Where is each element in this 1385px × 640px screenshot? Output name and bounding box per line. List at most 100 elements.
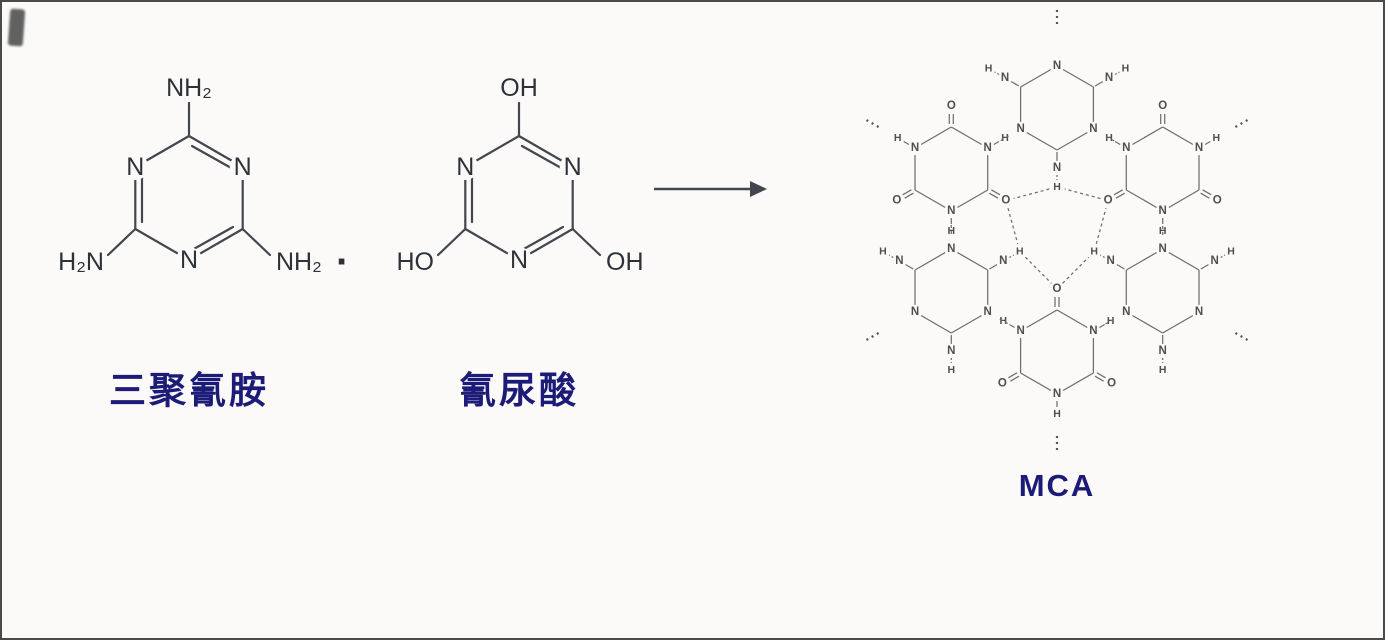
atom-label-n: N <box>1053 388 1061 400</box>
network-bond <box>1200 263 1209 270</box>
atom-label-h: H <box>894 132 902 144</box>
hydrogen-bond <box>1013 188 1050 200</box>
atom-label-n: N <box>984 306 992 318</box>
atom-label-h: H <box>1053 408 1061 420</box>
atom-halo <box>982 62 996 75</box>
atom-halo <box>559 154 586 180</box>
atom-label-n: N <box>1195 306 1203 318</box>
substituent-bond <box>106 227 137 257</box>
atom-halo <box>1103 253 1118 269</box>
network-bond <box>1010 375 1020 382</box>
atom-halo <box>1156 224 1170 238</box>
hydroxyl-group-label: HO <box>397 248 435 276</box>
atom-halo <box>1155 98 1170 114</box>
atom-label-h: H <box>1227 246 1235 258</box>
atom-label-o: O <box>998 378 1007 390</box>
atom-label-h: H <box>1122 63 1130 75</box>
hydrogen-bond <box>1007 208 1019 244</box>
hydrogen-bond <box>999 318 1009 325</box>
network-bond <box>1202 189 1212 196</box>
atom-label-n: N <box>1089 123 1097 135</box>
network-bond <box>1220 254 1226 259</box>
atom-halo <box>1086 121 1101 137</box>
network-bond <box>1096 372 1106 379</box>
network-bond <box>994 71 1000 76</box>
atom-halo <box>1155 241 1170 257</box>
network-bond <box>1009 254 1015 259</box>
atom-halo <box>1049 160 1065 176</box>
atom-halo <box>944 241 959 257</box>
atom-halo <box>1013 245 1027 258</box>
atom-label-n: N <box>1210 255 1218 267</box>
atom-halo <box>980 304 995 320</box>
ring-nitrogen-label: N <box>510 246 528 274</box>
network-bond <box>1094 375 1104 382</box>
atom-label-h: H <box>1001 132 1009 144</box>
network-bond <box>1200 192 1210 199</box>
network-bond <box>903 140 910 146</box>
atom-label-o: O <box>1001 195 1010 207</box>
atom-label-o: O <box>1053 283 1062 295</box>
atom-halo <box>1191 304 1207 320</box>
atom-halo <box>1118 62 1132 75</box>
substituent-bond <box>436 227 467 257</box>
atom-label-n: N <box>1122 306 1130 318</box>
atom-label-n: N <box>911 306 919 318</box>
atom-halo <box>176 247 202 273</box>
atom-halo <box>1087 245 1101 258</box>
atom-halo <box>944 203 959 219</box>
atom-label-n: N <box>1001 72 1009 84</box>
atom-label-n: N <box>1105 72 1113 84</box>
network-bond <box>1116 263 1125 270</box>
atom-halo <box>892 253 907 269</box>
atom-halo <box>1013 323 1028 339</box>
network-bond <box>993 140 1000 146</box>
atom-halo <box>998 131 1012 145</box>
atom-label-n: N <box>1053 162 1061 174</box>
atom-halo <box>1155 203 1170 219</box>
hydrogen-bond <box>1062 256 1090 284</box>
atom-halo <box>1049 58 1065 74</box>
atom-halo <box>944 363 958 377</box>
atom-label-n: N <box>1159 345 1167 357</box>
atom-halo <box>1209 131 1223 145</box>
atom-halo <box>1119 304 1134 320</box>
melamine-label: 三聚氰胺 <box>109 369 269 412</box>
network-bond <box>989 263 998 270</box>
mca-network: NHNNHNNHNONHONHONHNHNNHNNHNONHONHONHNHNN… <box>864 8 1250 452</box>
amine-group-label: NH₂ <box>166 74 212 102</box>
atom-label-n: N <box>1107 255 1115 267</box>
network-bond <box>1099 323 1105 329</box>
atom-halo <box>944 343 959 359</box>
atom-label-n: N <box>1016 123 1024 135</box>
atom-label-o: O <box>892 195 901 207</box>
double-bond-inner <box>190 225 235 252</box>
lattice-continuation-stub <box>864 332 880 342</box>
atom-label-h: H <box>1090 246 1098 258</box>
double-bond-inner <box>520 144 565 171</box>
atom-halo <box>1207 253 1222 269</box>
atom-halo <box>122 154 149 180</box>
double-bond-inner <box>520 225 565 252</box>
hydrogen-bond <box>1105 318 1115 325</box>
atom-halo <box>998 193 1013 208</box>
atom-halo <box>944 98 959 114</box>
atom-halo <box>891 131 905 145</box>
lattice-continuation-stub <box>1234 118 1250 128</box>
atom-halo <box>1013 121 1028 137</box>
network-bond <box>1114 140 1121 146</box>
atom-halo <box>907 140 923 156</box>
atom-label-n: N <box>947 205 955 217</box>
arrow-head <box>750 181 767 197</box>
atom-label-n: N <box>999 255 1007 267</box>
atom-halo <box>1101 193 1116 208</box>
atom-label-n: N <box>1016 325 1024 337</box>
network-bond <box>988 192 999 199</box>
atom-halo <box>1049 386 1065 402</box>
substituent-bond <box>571 227 602 257</box>
mca-label: MCA <box>1018 468 1096 503</box>
double-bond-inner <box>190 144 235 171</box>
lattice-continuation-stub <box>864 118 880 128</box>
network-bond <box>905 263 914 270</box>
atom-label-n: N <box>1159 205 1167 217</box>
